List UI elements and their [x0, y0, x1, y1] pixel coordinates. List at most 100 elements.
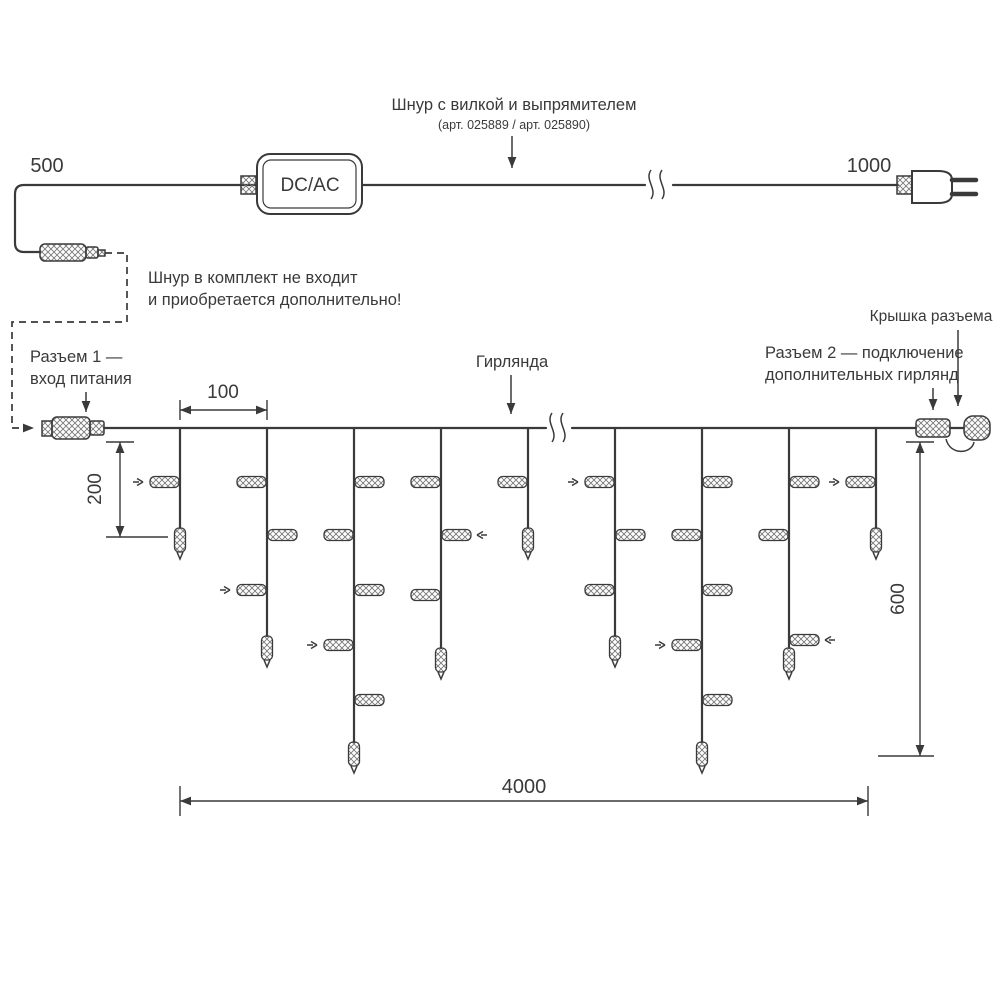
led-bulb	[671, 528, 702, 542]
led-bulb-tip	[260, 635, 274, 661]
led-bulb	[323, 638, 354, 652]
bulb-tip-point	[524, 551, 532, 561]
cord-connector-body	[39, 243, 87, 262]
led-bulb	[615, 528, 646, 542]
dimension-ticks	[106, 441, 168, 538]
connector2-body	[915, 418, 951, 438]
led-bulb	[584, 583, 615, 597]
led-bulb	[702, 583, 733, 597]
led-bulb	[789, 475, 820, 489]
dimension-spacing: 100	[179, 382, 268, 420]
led-bulb	[789, 633, 820, 647]
garland-drop	[323, 426, 385, 775]
connector1-body	[51, 416, 91, 440]
led-bulb-tip	[608, 635, 622, 661]
bulb-tip-point	[263, 659, 271, 669]
connector2-cap	[963, 415, 991, 441]
flash-arrow-icon	[307, 640, 318, 650]
adapter-label: DC/AC	[280, 175, 339, 196]
led-bulb-tip	[173, 527, 187, 553]
garland-drop	[410, 426, 472, 681]
led-bulb-tip	[347, 741, 361, 767]
led-bulb	[354, 475, 385, 489]
cord-note-line2: и приобретается дополнительно!	[148, 291, 402, 309]
garland-drop	[497, 426, 535, 561]
led-bulb-tip	[695, 741, 709, 767]
garland-drop	[845, 426, 883, 561]
led-bulb	[323, 528, 354, 542]
garland-break-icon	[549, 412, 566, 443]
bulb-tip-point	[350, 765, 358, 775]
led-bulb-tip	[782, 647, 796, 673]
led-bulb	[236, 475, 267, 489]
connector2-label-line2: дополнительных гирлянд	[765, 366, 959, 384]
garland-drop	[758, 426, 820, 681]
connector1-label-line2: вход питания	[30, 370, 132, 388]
cord-note-line1: Шнур в комплект не входит	[148, 269, 358, 287]
led-bulb	[671, 638, 702, 652]
dimension-total-length: 4000	[179, 776, 869, 816]
led-bulb	[497, 475, 528, 489]
plug-body	[911, 170, 953, 204]
adapter-box-inner	[262, 159, 357, 209]
led-bulb	[410, 475, 441, 489]
bulb-tip-point	[698, 765, 706, 775]
bulb-tip-point	[437, 671, 445, 681]
dimension-long-drop-value: 600	[888, 583, 909, 615]
flash-arrow-icon	[829, 477, 840, 487]
flash-arrow-icon	[476, 530, 487, 540]
connector1-tip	[41, 420, 53, 437]
led-bulb	[410, 588, 441, 602]
flash-arrow-icon	[824, 635, 835, 645]
dimension-spacing-value: 100	[207, 382, 239, 403]
garland-label: Гирлянда	[476, 353, 549, 371]
dimension-short-drop-value: 200	[85, 473, 106, 505]
adapter-box	[256, 153, 363, 215]
led-bulb	[758, 528, 789, 542]
led-bulb	[845, 475, 876, 489]
dimension-short-drop: 200	[85, 441, 168, 538]
led-bulb-tip	[434, 647, 448, 673]
plug-gland	[896, 175, 913, 195]
connector1-label-line1: Разъем 1 —	[30, 348, 123, 366]
bulb-tip-point	[785, 671, 793, 681]
cord-left-length-label: 500	[30, 155, 63, 177]
plug-prongs-icon	[949, 177, 979, 197]
connector2-label-line1: Разъем 2 — подключение	[765, 344, 964, 362]
optional-cord-dashed-path	[11, 252, 128, 433]
bulb-tip-point	[611, 659, 619, 669]
led-bulb	[149, 475, 180, 489]
cap-label: Крышка разъема	[870, 308, 993, 325]
garland-drop	[671, 426, 733, 775]
flash-arrow-icon	[133, 477, 144, 487]
dimension-long-drop: 600	[878, 441, 934, 757]
cord-connector-tip	[97, 249, 106, 257]
cord-wire-left	[13, 183, 259, 254]
led-bulb	[441, 528, 472, 542]
cord-break-icon	[648, 169, 665, 200]
cord-subtitle: (арт. 025889 / арт. 025890)	[438, 118, 590, 132]
cord-right-length-label: 1000	[847, 155, 892, 177]
led-bulb	[267, 528, 298, 542]
drops-layer	[133, 426, 883, 775]
led-bulb	[702, 475, 733, 489]
garland-drop	[584, 426, 646, 669]
flash-arrow-icon	[655, 640, 666, 650]
led-bulb	[584, 475, 615, 489]
led-bulb-tip	[869, 527, 883, 553]
led-bulb	[354, 693, 385, 707]
led-bulb	[354, 583, 385, 597]
garland-assembly: Разъем 1 — вход питания Гирлянда Крышка …	[30, 308, 993, 816]
led-bulb-tip	[521, 527, 535, 553]
flash-arrow-icon	[220, 585, 231, 595]
power-cord-assembly: 500 1000 Шнур с вилкой и выпрямителем (а…	[11, 96, 979, 433]
adapter-gland	[240, 175, 257, 195]
cord-title: Шнур с вилкой и выпрямителем	[392, 96, 637, 114]
garland-drop	[149, 426, 187, 561]
led-bulb	[236, 583, 267, 597]
flash-arrow-icon	[568, 477, 579, 487]
cap-strap	[945, 438, 975, 453]
garland-drop	[236, 426, 298, 669]
